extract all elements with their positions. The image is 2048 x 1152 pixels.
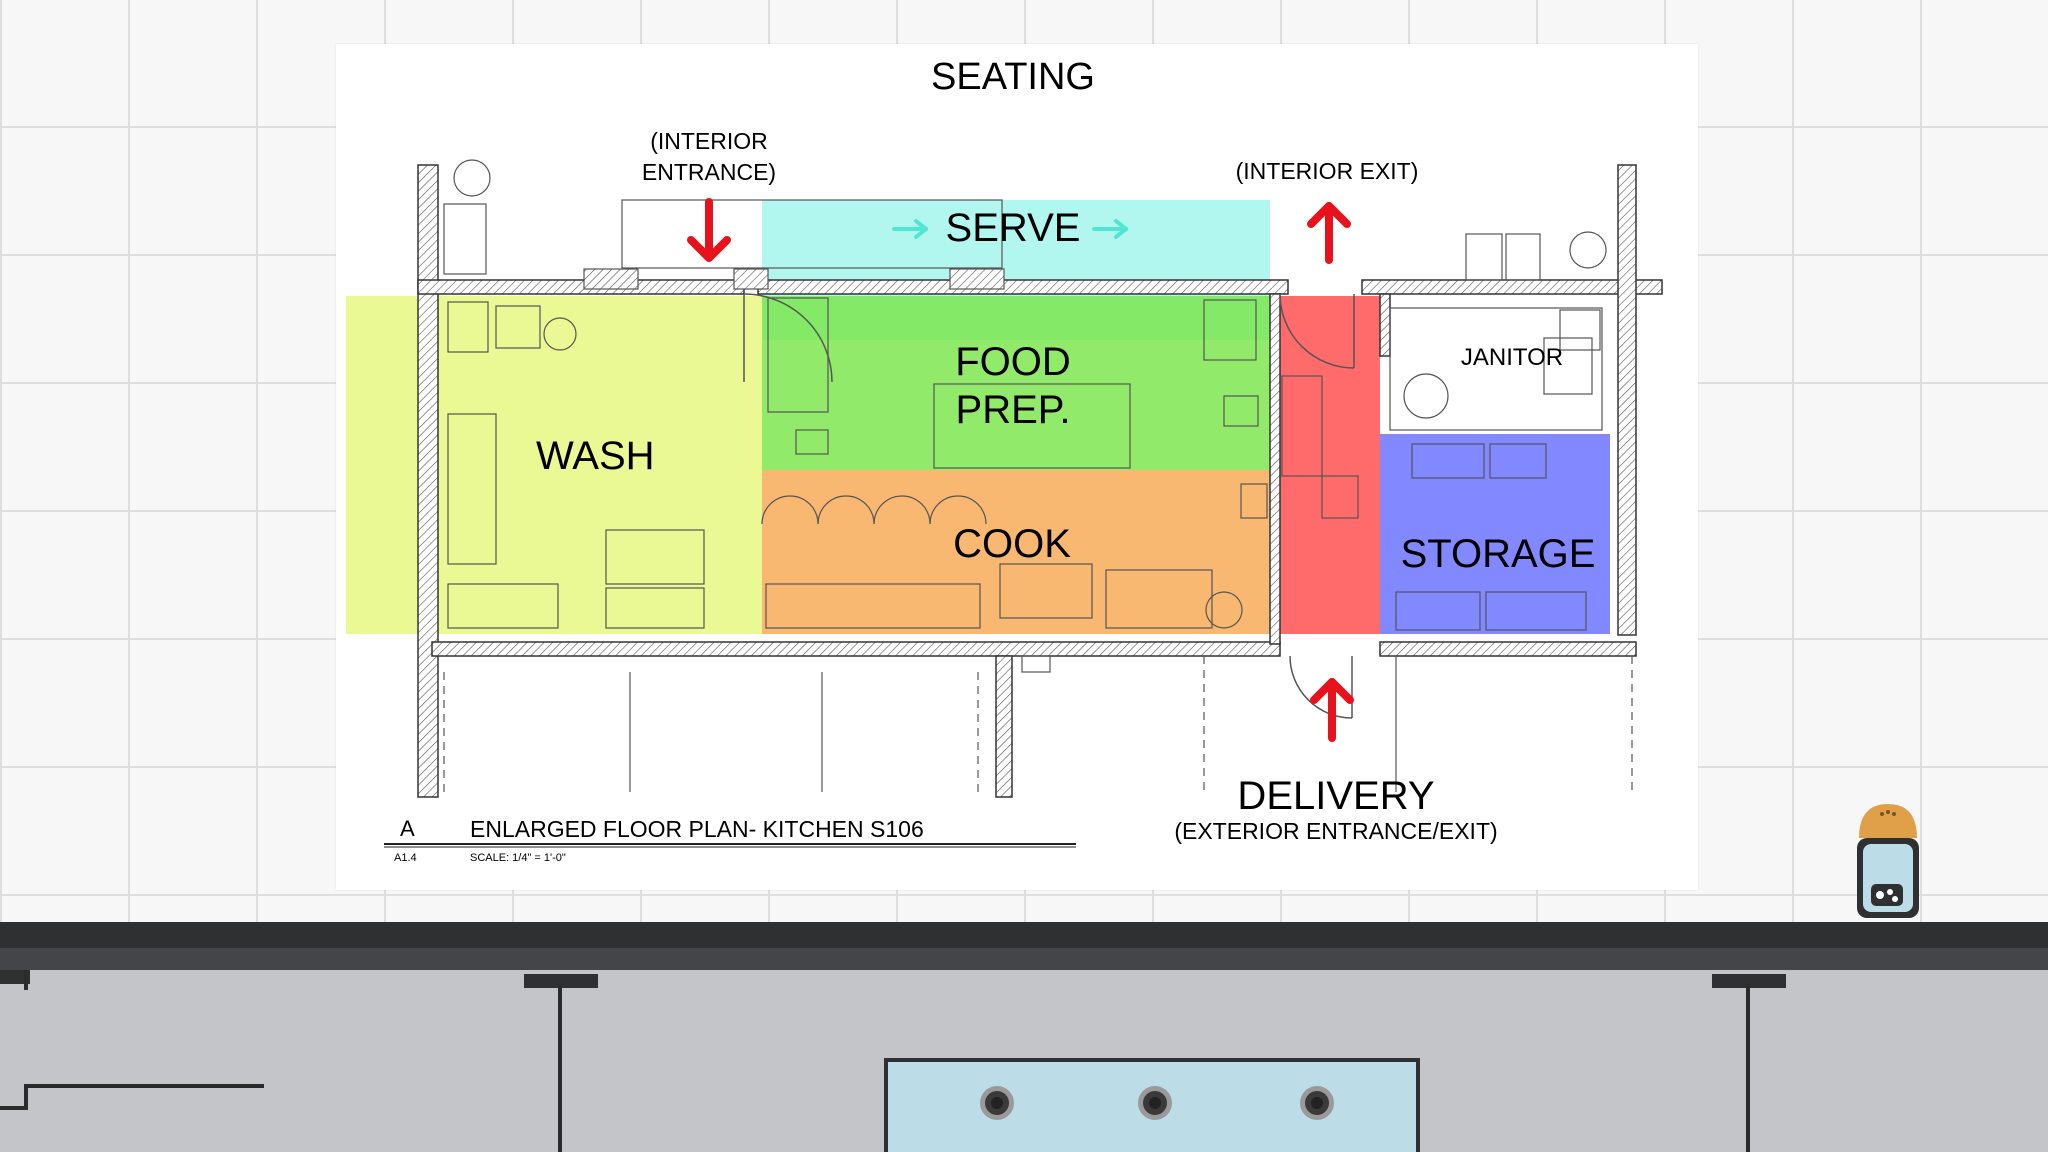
arrow-up-icon xyxy=(1307,202,1351,264)
janitor-label: JANITOR xyxy=(1460,344,1564,371)
drawer-line xyxy=(0,1106,28,1110)
title-block-title: ENLARGED FLOOR PLAN- KITCHEN S106 xyxy=(470,816,924,842)
food-prep-label: FOOD PREP. xyxy=(955,338,1071,434)
food-prep-zone xyxy=(762,296,1270,470)
corridor-zone xyxy=(1270,296,1380,634)
counter-edge xyxy=(0,948,2048,970)
cook-label: COOK xyxy=(953,522,1071,566)
cabinet-divider xyxy=(1746,984,1750,1152)
walls xyxy=(417,164,1663,798)
counter-top xyxy=(0,922,2048,948)
wash-label: WASH xyxy=(536,434,655,478)
stove-knob[interactable] xyxy=(1300,1086,1334,1120)
drawer-line xyxy=(0,970,30,984)
drawer-line xyxy=(28,1084,264,1088)
interior-entrance-line-1: (INTERIOR xyxy=(650,128,768,154)
equipment-outlines xyxy=(443,159,1633,792)
cabinet-handle[interactable] xyxy=(1712,974,1786,988)
cabinet-handle[interactable] xyxy=(524,974,598,988)
salt-shaker-icon xyxy=(1857,804,1919,918)
door-swings xyxy=(743,293,1355,719)
stove-knob[interactable] xyxy=(1138,1086,1172,1120)
wash-zone xyxy=(346,296,762,634)
stove-knob[interactable] xyxy=(980,1086,1014,1120)
floor-plan-drawing xyxy=(346,159,1663,848)
title-block-scale: SCALE: 1/4" = 1'-0" xyxy=(470,852,566,864)
delivery-label: DELIVERY xyxy=(1237,774,1435,818)
title-block-sheet: A1.4 xyxy=(394,852,417,864)
interior-entrance-line-2: ENTRANCE) xyxy=(641,159,777,185)
cabinet-divider xyxy=(558,984,562,1152)
interior-entrance-label: (INTERIOR ENTRANCE) xyxy=(642,126,776,188)
drawer-line xyxy=(24,1084,28,1110)
drawer-line xyxy=(24,970,28,990)
food-prep-line-2: PREP. xyxy=(955,388,1071,432)
arrow-down-icon xyxy=(687,198,731,262)
cook-zone xyxy=(762,470,1270,634)
storage-zone xyxy=(1380,434,1610,634)
delivery-subtitle: (EXTERIOR ENTRANCE/EXIT) xyxy=(1174,818,1498,844)
arrow-right-icon xyxy=(1092,219,1128,239)
seating-label: SEATING xyxy=(931,56,1095,98)
storage-label: STORAGE xyxy=(1400,532,1596,576)
title-block-letter: A xyxy=(400,816,415,841)
arrow-right-icon xyxy=(892,219,928,239)
floor-plan-board: SEATING (INTERIOR ENTRANCE) (INTERIOR EX… xyxy=(336,44,1698,890)
interior-exit-label: (INTERIOR EXIT) xyxy=(1235,158,1419,184)
arrow-up-icon xyxy=(1310,678,1354,742)
serve-label: SERVE xyxy=(945,206,1081,250)
stove-panel xyxy=(884,1058,1420,1152)
food-prep-line-1: FOOD xyxy=(955,340,1071,384)
